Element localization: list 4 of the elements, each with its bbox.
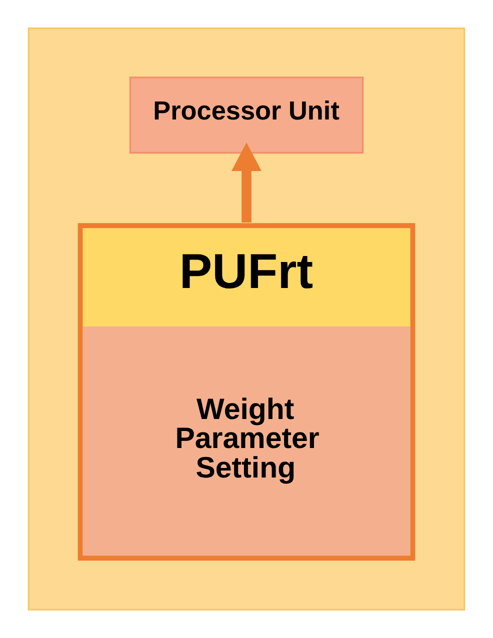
cluster: [28, 27, 466, 611]
node-box: Processor Unit: [129, 76, 364, 154]
node-box: PUFrt Weight Parameter Setting: [78, 223, 416, 561]
arrow: [231, 142, 262, 222]
